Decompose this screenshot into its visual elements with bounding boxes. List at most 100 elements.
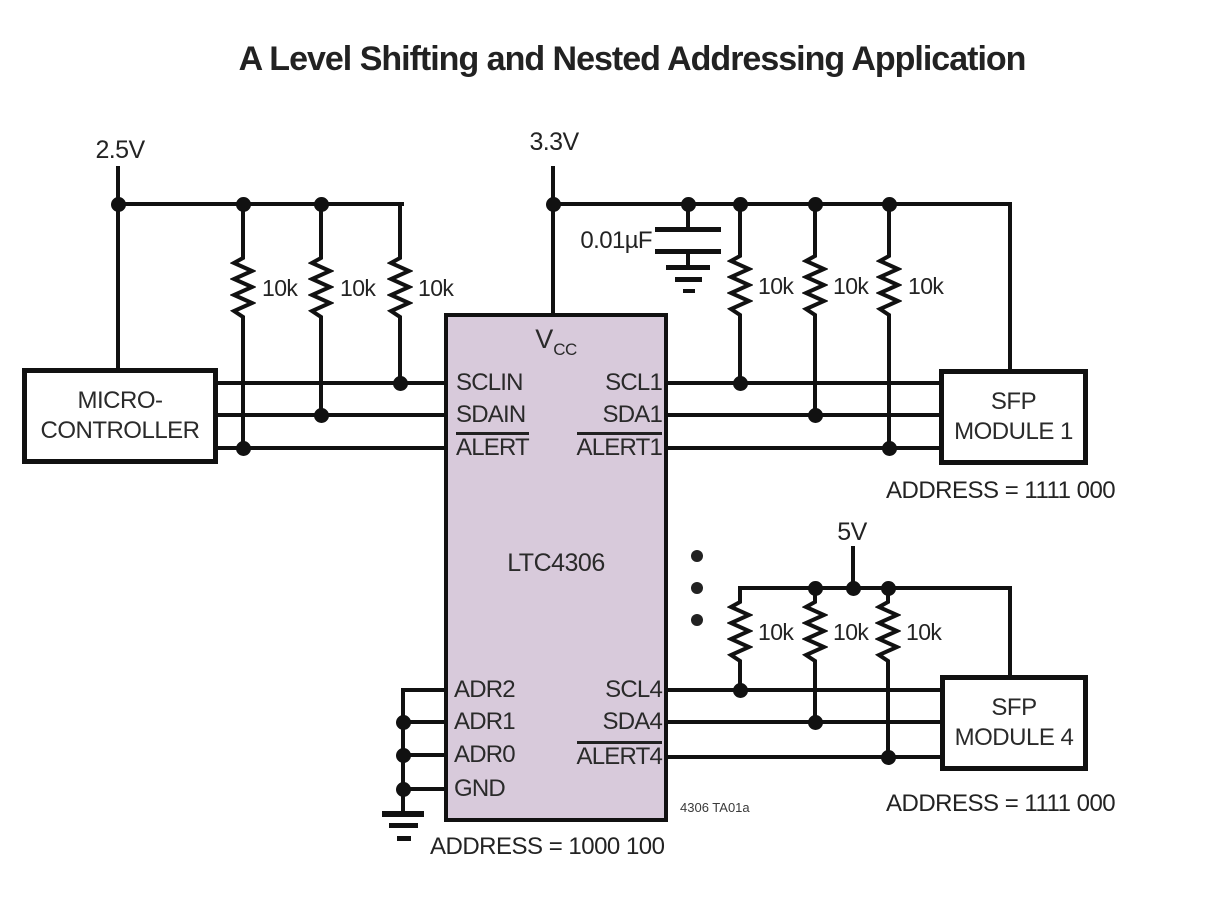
resistor-value-label: 10k	[418, 275, 454, 301]
junction-dot	[313, 407, 329, 423]
junction-dot	[732, 682, 748, 698]
microcontroller-label-line2: CONTROLLER	[40, 417, 200, 444]
resistor-r6	[876, 254, 902, 318]
junction-dot	[392, 375, 408, 391]
junction-dot	[880, 749, 896, 765]
pin-vcc-base: V	[535, 324, 554, 354]
junction-dot	[807, 714, 823, 730]
wire-r3-bottom	[398, 318, 402, 385]
junction-dot	[395, 781, 411, 797]
wire-r6-bottom	[887, 316, 891, 450]
junction-dot	[680, 196, 696, 212]
junction-dot	[881, 196, 897, 212]
adr-ground-bar2	[389, 823, 418, 828]
wire-r2-bottom	[319, 318, 323, 417]
chip-address-label: ADDRESS = 1000 100	[430, 833, 665, 860]
wire-r5-bottom	[813, 316, 817, 417]
adr-ground-bar1	[382, 811, 424, 817]
module4-address-label: ADDRESS = 1111 000	[886, 790, 1116, 817]
pin-alert1-label: ALERT1	[576, 432, 663, 461]
pin-alert1: ALERT1	[520, 432, 663, 462]
junction-dot	[807, 196, 823, 212]
module1-label-line2: MODULE 1	[954, 418, 1073, 445]
resistor-value-label: 10k	[262, 275, 298, 301]
junction-dot	[732, 375, 748, 391]
wire-alert4	[666, 755, 942, 759]
resistor-r3	[387, 256, 413, 320]
supply-label-5v: 5V	[837, 518, 867, 546]
pin-vcc-subscript: CC	[553, 340, 577, 359]
pin-vcc: VCC	[444, 324, 668, 359]
wire-rail-2v5	[116, 202, 404, 206]
module1-label-line1: SFP	[990, 388, 1037, 415]
supply-label-3v3: 3.3V	[529, 128, 579, 156]
wire-gnd-stub	[401, 787, 448, 791]
module4-label-line1: SFP	[991, 694, 1037, 721]
module1-address-label: ADDRESS = 1111 000	[886, 477, 1116, 504]
wire-sdain	[216, 413, 448, 417]
wire-5v-drop	[851, 546, 855, 590]
wire-adr0-stub	[401, 753, 448, 757]
wire-alert	[216, 446, 448, 450]
supply-label-2v5: 2.5V	[95, 136, 145, 164]
wire-r1-bottom	[241, 318, 245, 450]
pin-sda4: SDA4	[602, 708, 663, 735]
junction-dot	[395, 747, 411, 763]
wire-r1-top	[241, 204, 245, 258]
wire-cap-top-stub	[686, 204, 690, 229]
wire-scl1	[666, 381, 941, 385]
diagram-title: A Level Shifting and Nested Addressing A…	[238, 40, 1027, 78]
pin-sclin: SCLIN	[456, 369, 523, 396]
junction-dot	[807, 580, 823, 596]
wire-ra-top	[738, 588, 742, 602]
junction-dot	[235, 196, 251, 212]
wire-3v3-drop	[551, 166, 555, 315]
microcontroller-box: MICRO- CONTROLLER	[22, 368, 218, 464]
channel-ellipsis-dot	[691, 614, 703, 626]
chip-name-label: LTC4306	[507, 549, 605, 577]
pin-gnd: GND	[454, 775, 506, 802]
channel-ellipsis-dot	[691, 582, 703, 594]
junction-dot	[110, 196, 126, 212]
wire-alert1	[666, 446, 941, 450]
wire-r4-bottom	[738, 316, 742, 385]
wire-rail-3v3	[551, 202, 1012, 206]
junction-dot	[880, 580, 896, 596]
wire-rail3v3-to-module1	[1008, 202, 1012, 371]
wire-sda4	[666, 720, 942, 724]
pin-alert4-label: ALERT4	[576, 741, 663, 770]
resistor-value-label: 10k	[758, 273, 794, 299]
pin-alert-label: ALERT	[456, 432, 530, 461]
junction-dot	[313, 196, 329, 212]
resistor-value-label: 10k	[908, 273, 944, 299]
capacitor-value-label: 0.01µF	[580, 227, 652, 254]
junction-dot	[235, 440, 251, 456]
wire-rc-bottom	[886, 662, 890, 759]
wire-scl4	[666, 688, 942, 692]
sfp-module1-box: SFP MODULE 1	[939, 369, 1088, 465]
resistor-value-label: 10k	[758, 619, 794, 645]
pin-sda1: SDA1	[602, 401, 663, 428]
wire-sclin	[216, 381, 448, 385]
junction-dot	[732, 196, 748, 212]
resistor-rc	[875, 600, 901, 664]
wire-rail5v-to-module4	[1008, 586, 1012, 677]
pin-scl4: SCL4	[605, 676, 663, 703]
pin-adr0: ADR0	[454, 741, 516, 768]
pin-adr2: ADR2	[454, 676, 516, 703]
cap-ground-bar1	[666, 265, 710, 270]
wire-2v5-drop	[116, 166, 120, 370]
wire-r3-top	[398, 204, 402, 258]
wire-sda1	[666, 413, 941, 417]
wire-r6-top	[887, 204, 891, 256]
wire-adr1-stub	[401, 720, 448, 724]
pin-sdain: SDAIN	[456, 401, 526, 428]
pin-alert4: ALERT4	[520, 741, 663, 771]
figure-id-label: 4306 TA01a	[680, 800, 750, 815]
resistor-value-label: 10k	[833, 619, 869, 645]
cap-ground-bar3	[683, 289, 695, 293]
wire-rb-bottom	[813, 662, 817, 724]
resistor-r1	[230, 256, 256, 320]
junction-dot	[395, 714, 411, 730]
